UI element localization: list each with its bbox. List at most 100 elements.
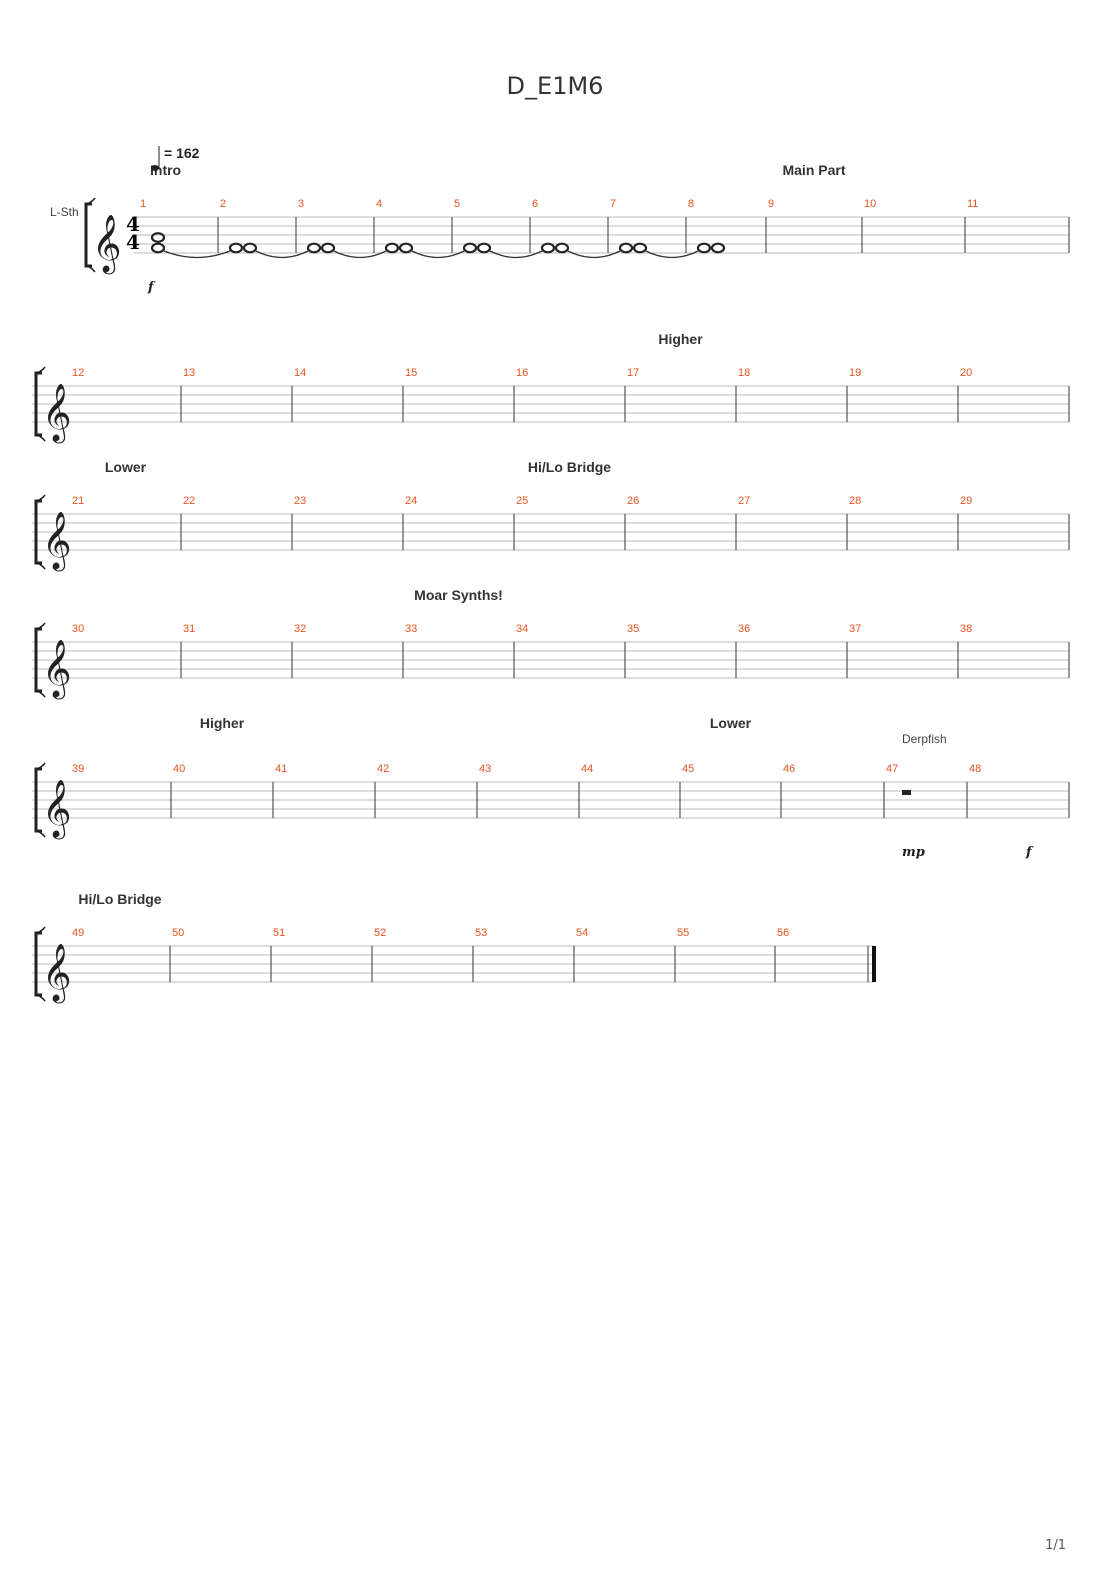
measure-number: 17 xyxy=(627,367,639,379)
measure-number: 25 xyxy=(516,495,528,507)
measure-number: 6 xyxy=(532,198,538,210)
measure-number: 36 xyxy=(738,623,750,635)
text-annotation: Derpfish xyxy=(902,732,947,746)
measure-number: 27 xyxy=(738,495,750,507)
measure-number: 31 xyxy=(183,623,195,635)
section-marker: Hi/Lo Bridge xyxy=(528,459,611,475)
chord-note xyxy=(384,242,400,254)
measure-number: 19 xyxy=(849,367,861,379)
measure-number: 30 xyxy=(72,623,84,635)
notehead xyxy=(398,242,414,254)
measure-number: 20 xyxy=(960,367,972,379)
measure-number: 29 xyxy=(960,495,972,507)
measure-number: 47 xyxy=(886,763,898,775)
measure-number: 33 xyxy=(405,623,417,635)
measure-number: 43 xyxy=(479,763,491,775)
measure-number: 2 xyxy=(220,198,226,210)
chord-note xyxy=(228,242,244,254)
bracket-hook-top xyxy=(36,494,46,502)
staff-bracket xyxy=(34,767,42,833)
time-signature-top: 4 xyxy=(126,212,140,236)
chord-note xyxy=(398,242,414,254)
treble-clef-icon: 𝄞 xyxy=(42,384,72,444)
notehead xyxy=(696,242,712,254)
notehead xyxy=(306,242,322,254)
measure-number: 4 xyxy=(376,198,382,210)
measure-number: 50 xyxy=(172,927,184,939)
measure-number: 34 xyxy=(516,623,528,635)
measure-number: 55 xyxy=(677,927,689,939)
measure-number: 14 xyxy=(294,367,306,379)
measure-number: 52 xyxy=(374,927,386,939)
measure-number: 51 xyxy=(273,927,285,939)
chord-note xyxy=(150,232,166,243)
measure-number: 10 xyxy=(864,198,876,210)
chord-note xyxy=(320,242,336,254)
measure-number: 9 xyxy=(768,198,774,210)
tie xyxy=(255,250,309,259)
treble-clef-icon: 𝄞 xyxy=(42,640,72,700)
measure-number: 26 xyxy=(627,495,639,507)
measure-number: 15 xyxy=(405,367,417,379)
measure-number: 12 xyxy=(72,367,84,379)
notehead xyxy=(384,242,400,254)
notehead xyxy=(150,232,166,243)
notehead xyxy=(476,242,492,254)
measure-number: 13 xyxy=(183,367,195,379)
measure-number: 54 xyxy=(576,927,588,939)
measure-number: 37 xyxy=(849,623,861,635)
bracket-hook-bottom xyxy=(36,830,46,838)
bracket-hook-bottom xyxy=(36,994,46,1002)
bracket-hook-top xyxy=(36,366,46,374)
notehead xyxy=(540,242,556,254)
half-rest-icon xyxy=(902,790,911,795)
staff-system-4: 𝄞30 31 32 33 34 35 36 37 38 Moar Synths! xyxy=(32,587,1070,700)
bracket-hook-top xyxy=(36,622,46,630)
tie xyxy=(567,250,621,259)
notehead xyxy=(632,242,648,254)
staff-system-2: 𝄞12 13 14 15 16 17 18 19 20 Higher xyxy=(32,331,1070,444)
measure-number: 41 xyxy=(275,763,287,775)
notehead xyxy=(320,242,336,254)
measure-number: 38 xyxy=(960,623,972,635)
notehead xyxy=(150,242,166,254)
measure-number: 16 xyxy=(516,367,528,379)
tie xyxy=(163,250,231,259)
chord-note xyxy=(618,242,634,254)
chord-note xyxy=(696,242,712,254)
section-marker: Higher xyxy=(658,331,703,347)
tempo-value: = 162 xyxy=(164,145,200,161)
page-number: 1/1 xyxy=(1045,1538,1066,1553)
section-marker: Moar Synths! xyxy=(414,587,503,603)
section-marker: Lower xyxy=(105,459,147,475)
measure-number: 56 xyxy=(777,927,789,939)
chord-note xyxy=(476,242,492,254)
tie xyxy=(333,250,387,259)
measure-number: 49 xyxy=(72,927,84,939)
section-marker: Hi/Lo Bridge xyxy=(78,891,161,907)
tie xyxy=(489,250,543,259)
treble-clef-icon: 𝄞 xyxy=(42,780,72,840)
score-title: D_E1M6 xyxy=(506,72,604,100)
staff-bracket xyxy=(34,627,42,693)
measure-number: 53 xyxy=(475,927,487,939)
bracket-hook-top xyxy=(36,762,46,770)
notehead xyxy=(618,242,634,254)
treble-clef-icon: 𝄞 xyxy=(42,944,72,1004)
measure-number: 35 xyxy=(627,623,639,635)
measure-number: 18 xyxy=(738,367,750,379)
notehead xyxy=(462,242,478,254)
measure-number: 8 xyxy=(688,198,694,210)
section-marker: Main Part xyxy=(782,162,845,178)
staff-bracket xyxy=(84,202,92,268)
measure-number: 32 xyxy=(294,623,306,635)
section-marker: Higher xyxy=(200,715,245,731)
chord-note xyxy=(540,242,556,254)
treble-clef-icon: 𝄞 xyxy=(42,512,72,572)
measure-number: 3 xyxy=(298,198,304,210)
measure-number: 42 xyxy=(377,763,389,775)
treble-clef-icon: 𝄞 xyxy=(92,215,122,275)
